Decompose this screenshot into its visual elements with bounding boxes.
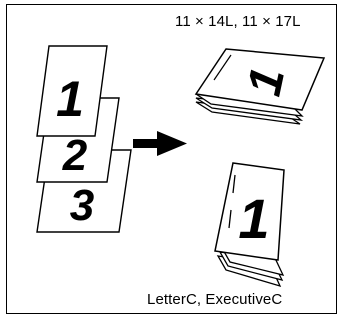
bottom-caption: LetterC, ExecutiveC bbox=[147, 291, 283, 308]
source-page-2: 2 bbox=[36, 97, 120, 183]
portrait-booklet: 1 bbox=[214, 162, 285, 288]
portrait-page-number: 1 bbox=[238, 187, 269, 250]
page-1-number: 1 bbox=[56, 71, 84, 127]
source-page-stack: 3 2 1 bbox=[36, 45, 132, 233]
page-3-number: 3 bbox=[70, 181, 94, 230]
page-2-number: 2 bbox=[62, 131, 88, 180]
landscape-booklet: 1 bbox=[194, 48, 326, 125]
diagram-frame bbox=[6, 4, 337, 314]
top-caption: 11 × 14L, 11 × 17L bbox=[175, 13, 301, 30]
arrow-right-icon bbox=[133, 131, 187, 156]
source-page-1: 1 bbox=[36, 45, 108, 137]
